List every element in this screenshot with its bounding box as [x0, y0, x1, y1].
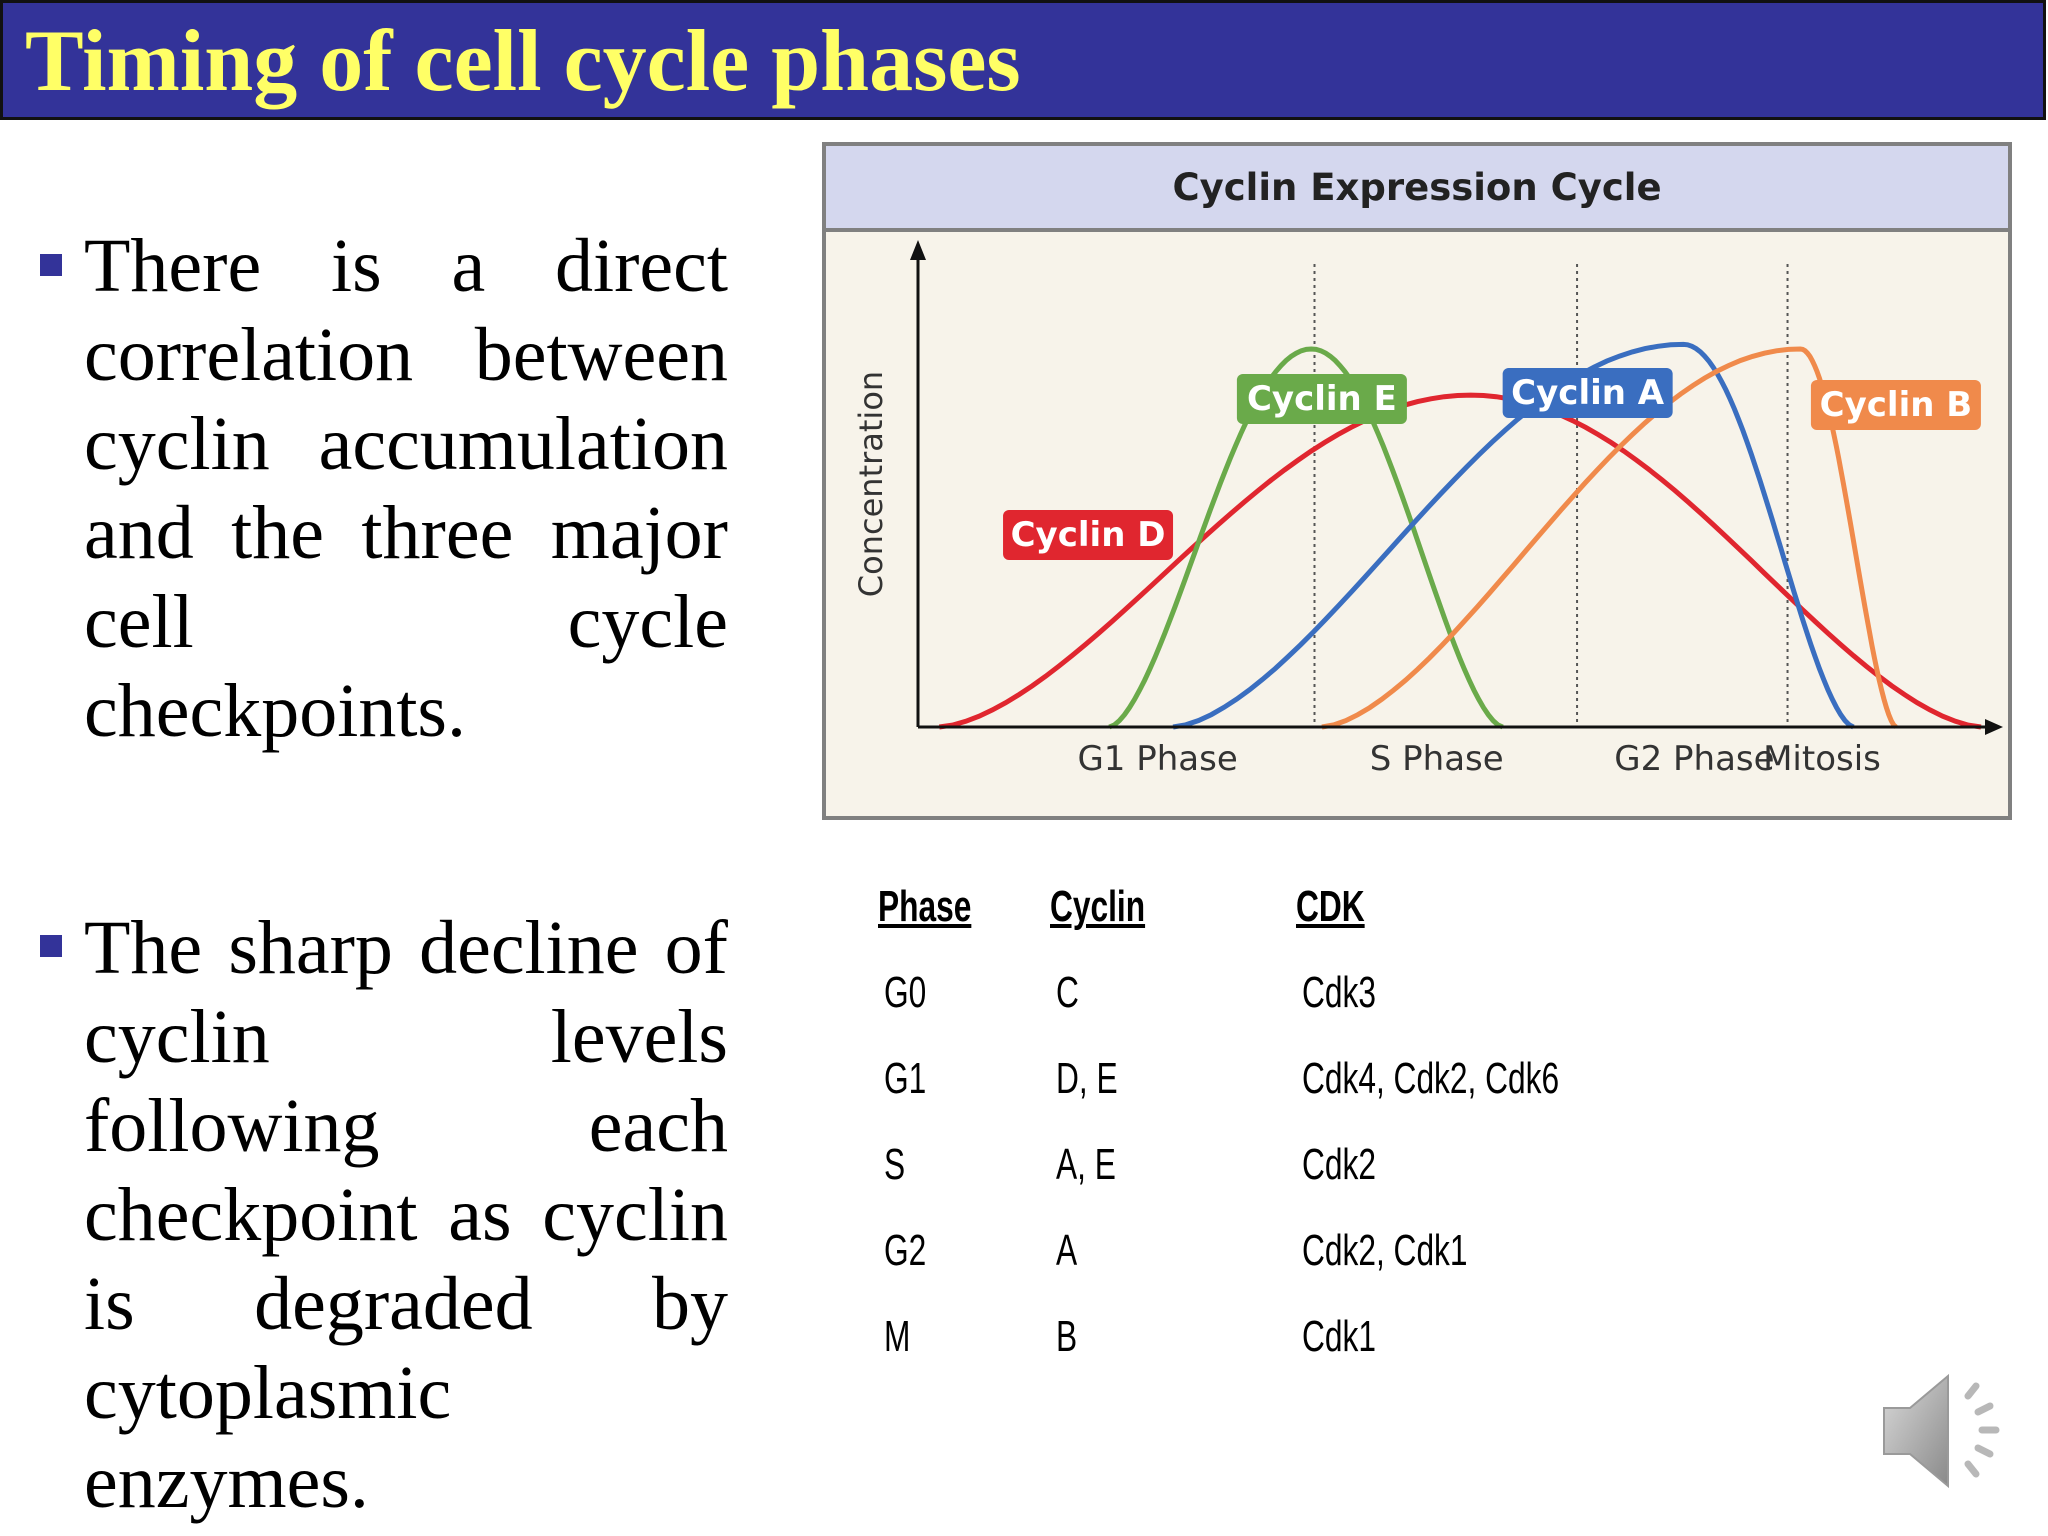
series-label-box — [1810, 380, 1981, 430]
chart-header: Cyclin Expression Cycle — [826, 146, 2008, 232]
x-tick-label: S Phase — [1370, 739, 1504, 779]
chart-title: Cyclin Expression Cycle — [1172, 166, 1662, 209]
series-line-cyclin-d — [938, 392, 1982, 730]
table-header: Cyclin — [1050, 882, 1146, 931]
chart-svg: Concentration G1 Phase S Phase G2 PhaseMito… — [852, 240, 2003, 779]
table-header: Phase — [878, 882, 972, 931]
bullet-square-icon — [40, 935, 62, 957]
table-header: CDK — [1296, 882, 1365, 931]
table-cell: A, E — [1056, 1140, 1116, 1189]
table-cell: M — [884, 1312, 911, 1361]
y-axis-label: Concentration — [852, 371, 890, 597]
y-axis-arrow-icon — [910, 240, 926, 260]
x-tick-label: Mitosis — [1763, 739, 1881, 779]
table-cell: Cdk3 — [1302, 968, 1376, 1017]
table-cell: S — [884, 1140, 906, 1189]
table-cell: D, E — [1056, 1054, 1118, 1103]
table-cell: Cdk1 — [1302, 1312, 1376, 1361]
table-cell: G2 — [884, 1226, 927, 1275]
x-tick-label: G1 Phase — [1077, 739, 1237, 779]
series-label: Cyclin D — [1011, 515, 1166, 555]
table-cell: B — [1056, 1312, 1078, 1361]
series-line-cyclin-a — [1172, 341, 1855, 730]
table-cell: Cdk2, Cdk1 — [1302, 1226, 1468, 1275]
bullet-text: There is a direct correlation between cy… — [84, 224, 728, 753]
cyclin-chart: Cyclin Expression Cycle Concentration G1 … — [822, 142, 2012, 820]
table-cell: G1 — [884, 1054, 927, 1103]
series-label-box — [1236, 374, 1407, 424]
table-cell: Cdk2 — [1302, 1140, 1376, 1189]
series-label-box — [1502, 368, 1673, 418]
speaker-icon[interactable] — [1876, 1368, 2026, 1494]
x-tick-label: G2 Phase — [1614, 739, 1774, 779]
series-label: Cyclin A — [1511, 373, 1665, 413]
table-cell: A — [1056, 1226, 1078, 1275]
series-label: Cyclin B — [1820, 385, 1973, 425]
x-axis-arrow-icon — [1985, 719, 2003, 735]
series-label-box — [1003, 510, 1174, 560]
series-line-cyclin-b — [1321, 346, 1898, 730]
bullet-text: The sharp decline of cyclin levels follo… — [84, 906, 728, 1524]
table-cell: Cdk4, Cdk2, Cdk6 — [1302, 1054, 1560, 1103]
series-line-cyclin-e — [1108, 346, 1504, 730]
slide-title: Timing of cell cycle phases — [25, 13, 1021, 110]
table-cell: G0 — [884, 968, 927, 1017]
series-label: Cyclin E — [1247, 379, 1397, 419]
bullet-square-icon — [40, 254, 62, 276]
table-cell: C — [1056, 968, 1079, 1017]
title-bar: Timing of cell cycle phases — [0, 0, 2046, 120]
